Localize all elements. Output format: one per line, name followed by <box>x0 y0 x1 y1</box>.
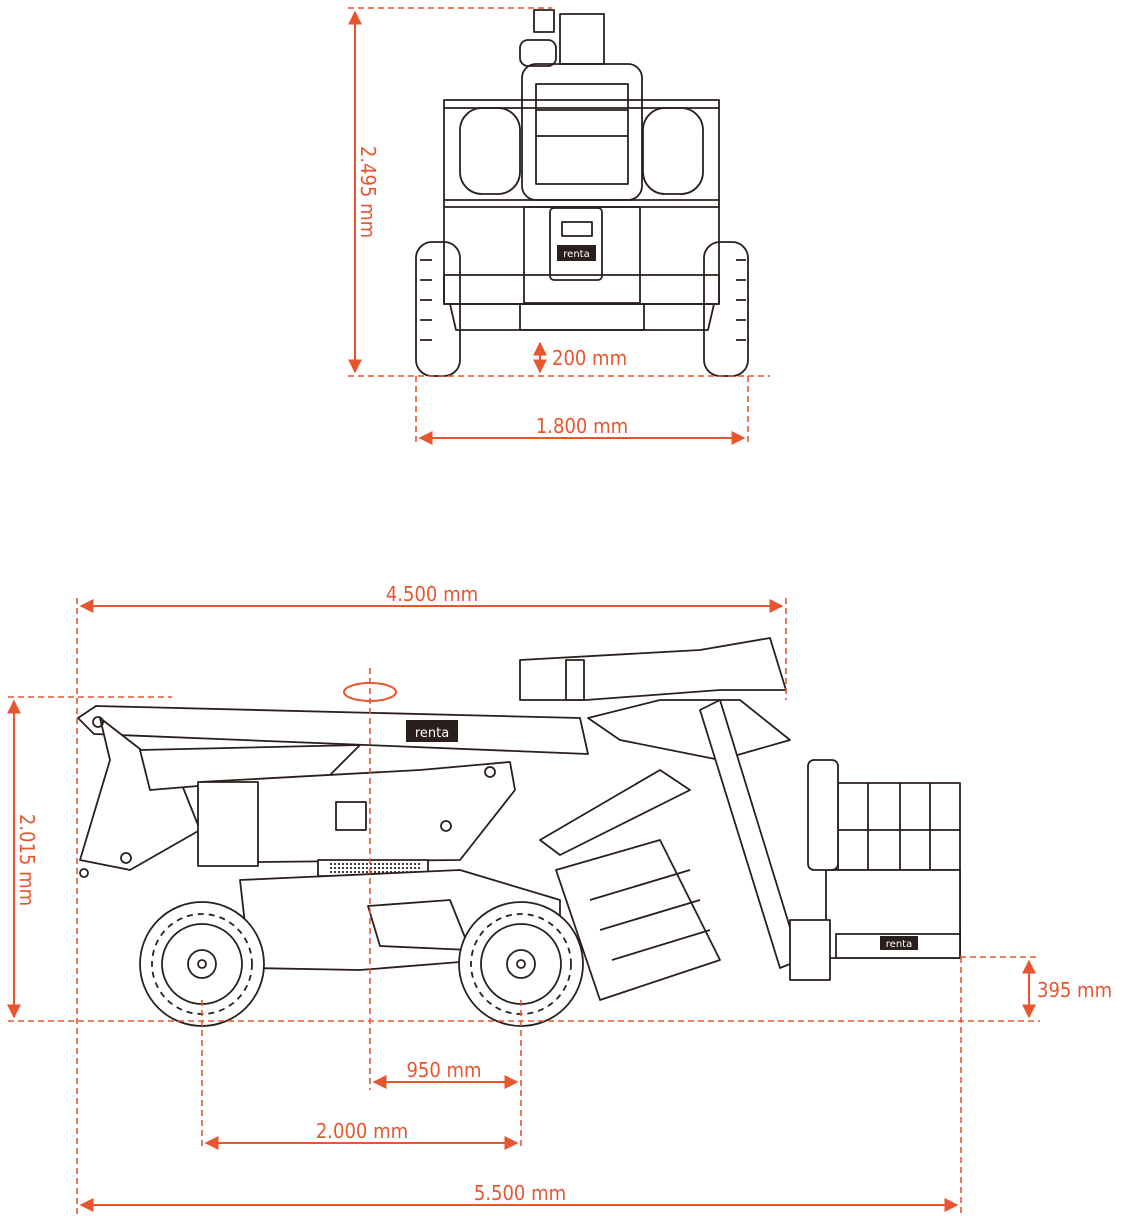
front-width-label: 1.800 mm <box>536 414 628 438</box>
left-tire <box>415 241 461 377</box>
ground-clearance-label: 200 mm <box>552 346 627 370</box>
rotation-icon <box>343 682 397 702</box>
side-logo: renta <box>415 726 449 741</box>
turret-offset-dimension: 950 mm <box>372 1000 522 1150</box>
front-wheel <box>458 901 584 1027</box>
platform-height-dimension: 395 mm <box>960 956 1112 1019</box>
front-width-dimension: 1.800 mm <box>415 376 749 446</box>
total-length-dimension: 5.500 mm <box>79 957 962 1215</box>
side-height-label: 2.015 mm <box>15 814 39 906</box>
transport-length-dimension: 4.500 mm <box>76 582 787 1215</box>
rear-wheel <box>139 901 265 1027</box>
ground-clearance-dimension: 200 mm <box>533 341 627 374</box>
total-length-label: 5.500 mm <box>474 1181 566 1205</box>
transport-length-label: 4.500 mm <box>386 582 478 606</box>
front-height-dimension: 2.495 mm <box>348 7 770 377</box>
wheelbase-label: 2.000 mm <box>316 1119 408 1143</box>
platform-logo: renta <box>886 939 912 950</box>
turret-offset-label: 950 mm <box>406 1058 481 1082</box>
front-logo: renta <box>563 249 589 260</box>
side-height-dimension: 2.015 mm <box>7 696 1040 1022</box>
right-tire <box>703 241 749 377</box>
rotation-axis <box>343 668 397 1090</box>
platform-height-label: 395 mm <box>1037 978 1112 1002</box>
front-height-label: 2.495 mm <box>356 146 380 238</box>
wheelbase-dimension: 2.000 mm <box>201 1000 519 1150</box>
side-view-machine: renta <box>77 637 961 1027</box>
front-view-machine: renta <box>415 9 749 377</box>
